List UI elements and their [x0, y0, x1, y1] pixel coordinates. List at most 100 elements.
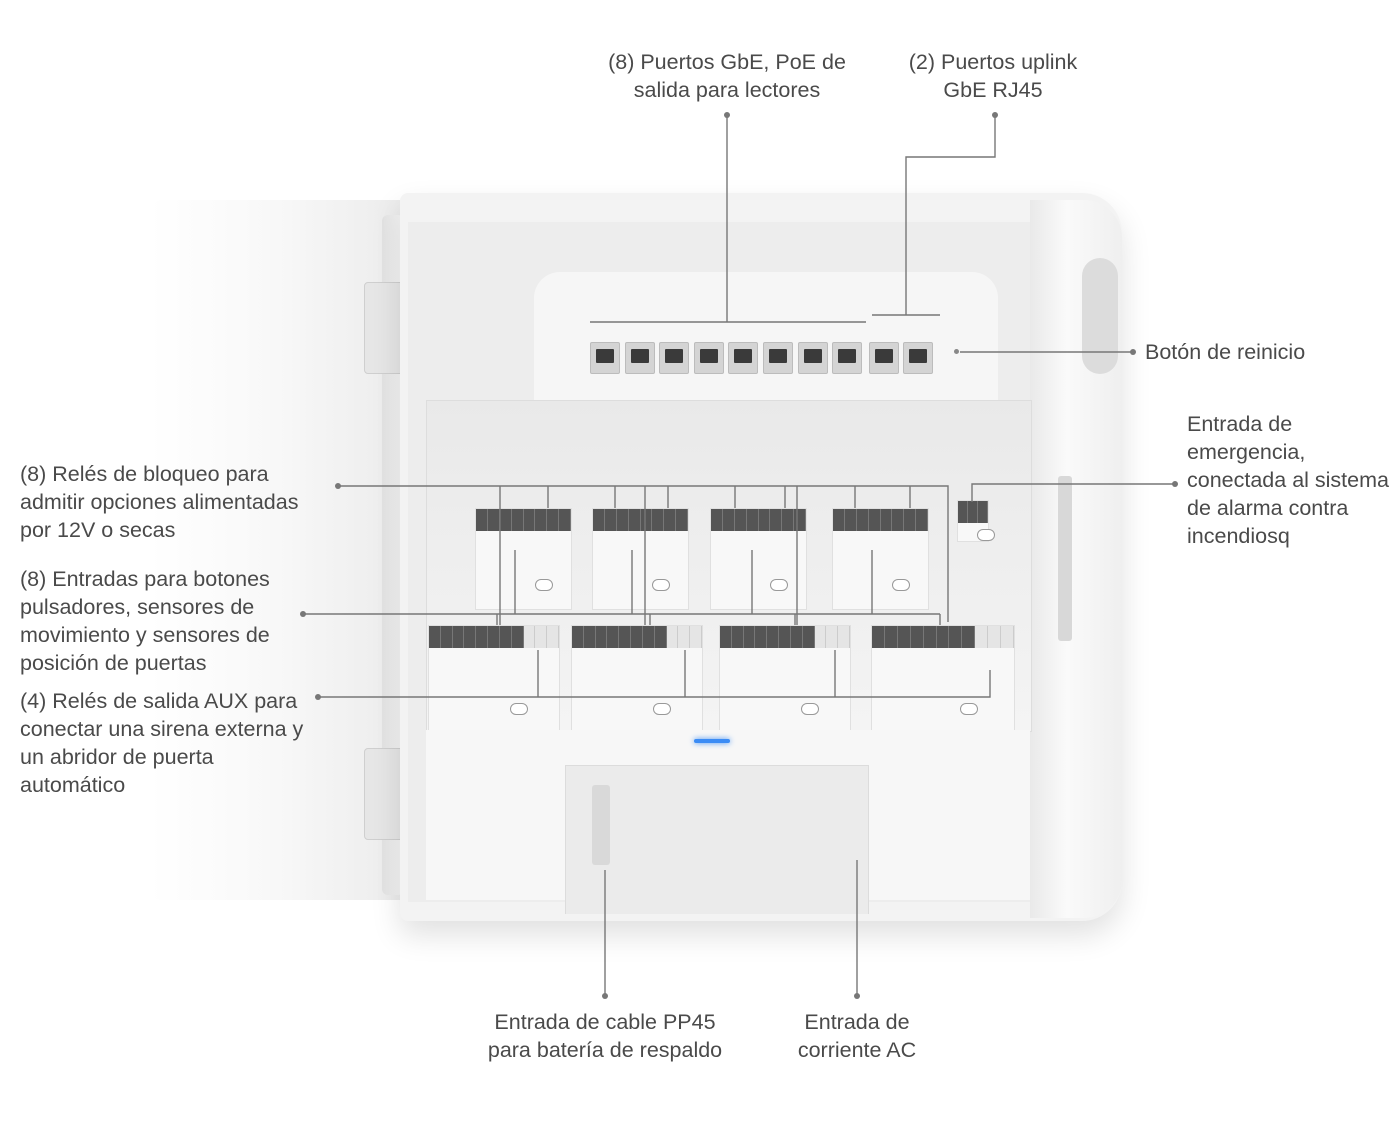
terminal[interactable]: [640, 509, 653, 531]
terminal[interactable]: [1001, 626, 1014, 648]
dip-switch[interactable]: [960, 703, 979, 715]
terminal[interactable]: [535, 626, 548, 648]
terminal[interactable]: [910, 626, 924, 648]
terminal[interactable]: [833, 509, 845, 531]
terminal[interactable]: [628, 509, 641, 531]
poe-port[interactable]: [832, 342, 863, 374]
terminal[interactable]: [535, 509, 548, 531]
terminal[interactable]: [755, 626, 768, 648]
terminal[interactable]: [794, 509, 806, 531]
terminal[interactable]: [892, 509, 905, 531]
terminal[interactable]: [746, 509, 759, 531]
terminal[interactable]: [949, 626, 963, 648]
terminal[interactable]: [607, 626, 620, 648]
terminal[interactable]: [488, 626, 500, 648]
terminal[interactable]: [743, 626, 756, 648]
terminal[interactable]: [511, 626, 524, 648]
terminal[interactable]: [619, 626, 632, 648]
uplink-port[interactable]: [903, 342, 934, 374]
terminal[interactable]: [711, 509, 723, 531]
terminal[interactable]: [654, 626, 667, 648]
terminal[interactable]: [664, 509, 677, 531]
terminal[interactable]: [720, 626, 732, 648]
terminal[interactable]: [464, 626, 477, 648]
terminal[interactable]: [476, 626, 489, 648]
terminal[interactable]: [678, 626, 691, 648]
terminal[interactable]: [856, 509, 869, 531]
terminal[interactable]: [872, 626, 885, 648]
terminal[interactable]: [814, 626, 827, 648]
terminal[interactable]: [593, 509, 605, 531]
dip-switch[interactable]: [534, 579, 553, 591]
uplink-port[interactable]: [868, 342, 899, 374]
terminal[interactable]: [904, 509, 917, 531]
poe-port[interactable]: [590, 342, 620, 374]
terminal[interactable]: [722, 509, 735, 531]
dip-switch[interactable]: [800, 703, 819, 715]
terminal[interactable]: [604, 509, 617, 531]
dip-switch[interactable]: [769, 579, 788, 591]
terminal[interactable]: [676, 509, 688, 531]
terminal[interactable]: [734, 509, 747, 531]
terminal[interactable]: [523, 509, 536, 531]
poe-port[interactable]: [659, 342, 690, 374]
terminal[interactable]: [499, 509, 512, 531]
poe-port[interactable]: [763, 342, 793, 374]
terminal[interactable]: [838, 626, 850, 648]
dip-switch[interactable]: [651, 579, 670, 591]
terminal[interactable]: [968, 501, 978, 523]
terminal[interactable]: [690, 626, 702, 648]
dip-switch[interactable]: [509, 703, 528, 715]
terminal[interactable]: [844, 509, 857, 531]
terminal[interactable]: [452, 626, 465, 648]
terminal[interactable]: [978, 501, 988, 523]
terminal[interactable]: [767, 626, 780, 648]
terminal[interactable]: [782, 509, 795, 531]
terminal[interactable]: [826, 626, 839, 648]
terminal[interactable]: [988, 626, 1002, 648]
terminal[interactable]: [487, 509, 500, 531]
terminal[interactable]: [440, 626, 453, 648]
terminal[interactable]: [802, 626, 815, 648]
terminal[interactable]: [642, 626, 655, 648]
terminal[interactable]: [429, 626, 441, 648]
terminal[interactable]: [499, 626, 512, 648]
terminal[interactable]: [884, 626, 898, 648]
terminal[interactable]: [975, 626, 989, 648]
terminal[interactable]: [962, 626, 976, 648]
terminal[interactable]: [511, 509, 524, 531]
poe-port[interactable]: [624, 342, 655, 374]
terminal[interactable]: [958, 501, 968, 523]
poe-port[interactable]: [693, 342, 724, 374]
terminal[interactable]: [559, 509, 571, 531]
terminal[interactable]: [547, 626, 559, 648]
terminal[interactable]: [616, 509, 629, 531]
dip-switch[interactable]: [976, 529, 995, 541]
terminal[interactable]: [595, 626, 608, 648]
terminal[interactable]: [631, 626, 643, 648]
terminal[interactable]: [523, 626, 536, 648]
terminal[interactable]: [476, 509, 488, 531]
terminal[interactable]: [547, 509, 560, 531]
terminal[interactable]: [936, 626, 950, 648]
terminal[interactable]: [583, 626, 596, 648]
terminal[interactable]: [916, 509, 928, 531]
poe-port[interactable]: [797, 342, 828, 374]
terminal[interactable]: [652, 509, 665, 531]
dip-switch[interactable]: [891, 579, 910, 591]
poe-port[interactable]: [728, 342, 759, 374]
terminal[interactable]: [880, 509, 893, 531]
terminal[interactable]: [731, 626, 744, 648]
terminal[interactable]: [758, 509, 771, 531]
callout-line: (8) Puertos GbE, PoE de: [608, 50, 846, 74]
terminal[interactable]: [770, 509, 783, 531]
dip-switch[interactable]: [652, 703, 671, 715]
terminal[interactable]: [572, 626, 584, 648]
terminal[interactable]: [666, 626, 679, 648]
terminal[interactable]: [897, 626, 911, 648]
terminal[interactable]: [868, 509, 881, 531]
terminal[interactable]: [923, 626, 937, 648]
reset-button[interactable]: [954, 349, 959, 354]
terminal[interactable]: [779, 626, 791, 648]
terminal[interactable]: [790, 626, 803, 648]
